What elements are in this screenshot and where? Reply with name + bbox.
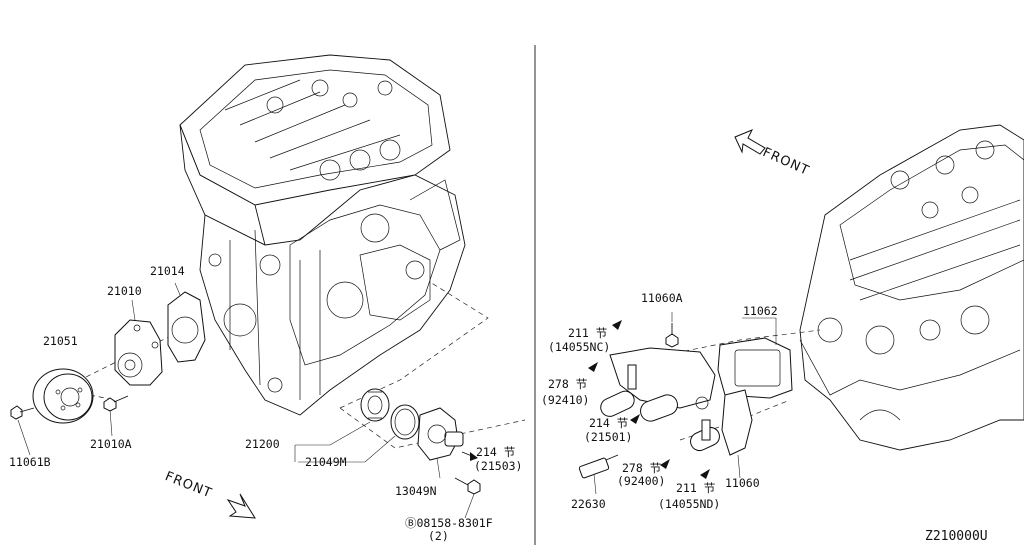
diagram-id: Z210000U	[925, 529, 988, 544]
housing-bolt	[454, 477, 481, 519]
water-outlet-gasket	[717, 317, 793, 399]
label-21503: (21503)	[474, 459, 523, 473]
pulley-bolt	[10, 405, 35, 456]
label-11060A: 11060A	[641, 291, 683, 305]
label-21010A: 21010A	[90, 437, 132, 451]
arrow-278a	[588, 362, 598, 372]
label-214-ref-right: 214 节	[589, 416, 629, 430]
label-13049N: 13049N	[395, 484, 437, 498]
label-11061B: 11061B	[9, 455, 51, 469]
label-92400: (92400)	[617, 474, 666, 488]
thermostat-gasket	[294, 404, 420, 463]
thermostat	[295, 388, 390, 446]
left-front-arrow	[226, 493, 256, 519]
water-outlet	[600, 347, 753, 479]
water-pump-bolt	[103, 395, 129, 437]
label-21014: 21014	[150, 264, 185, 278]
label-11060: 11060	[725, 476, 760, 490]
label-bolt-qty: (2)	[428, 529, 449, 543]
label-21051: 21051	[43, 334, 78, 348]
arrow-214	[630, 414, 640, 424]
right-front-arrow	[734, 129, 766, 155]
label-21010: 21010	[107, 284, 142, 298]
label-08158-8301F: Ⓑ08158-8301F	[405, 516, 493, 530]
label-211-ref-a: 211 节	[568, 326, 608, 340]
water-pump	[114, 299, 163, 386]
arrow-278b	[660, 459, 670, 469]
arrow-211a	[612, 320, 622, 330]
label-21501: (21501)	[584, 430, 633, 444]
water-pump-gasket	[167, 282, 206, 363]
outlet-bolt	[665, 312, 679, 348]
water-pump-pulley	[32, 368, 94, 424]
label-22630: 22630	[571, 497, 606, 511]
label-14055NC: (14055NC)	[548, 340, 611, 354]
label-14055ND: (14055ND)	[658, 497, 721, 511]
label-21049M: 21049M	[305, 455, 347, 469]
label-211-ref-b: 211 节	[676, 481, 716, 495]
thermostat-housing	[417, 407, 464, 479]
label-11062: 11062	[743, 304, 778, 318]
label-21200: 21200	[245, 437, 280, 451]
temperature-sensor	[578, 454, 619, 495]
label-278-ref-b: 278 节	[622, 461, 662, 475]
label-92410: (92410)	[541, 393, 590, 407]
label-278-ref-a: 278 节	[548, 377, 588, 391]
arrow-211b	[700, 469, 710, 479]
right-engine-block	[799, 124, 1024, 451]
left-engine-block	[179, 54, 466, 416]
label-214-ref-left: 214 节	[476, 445, 516, 459]
